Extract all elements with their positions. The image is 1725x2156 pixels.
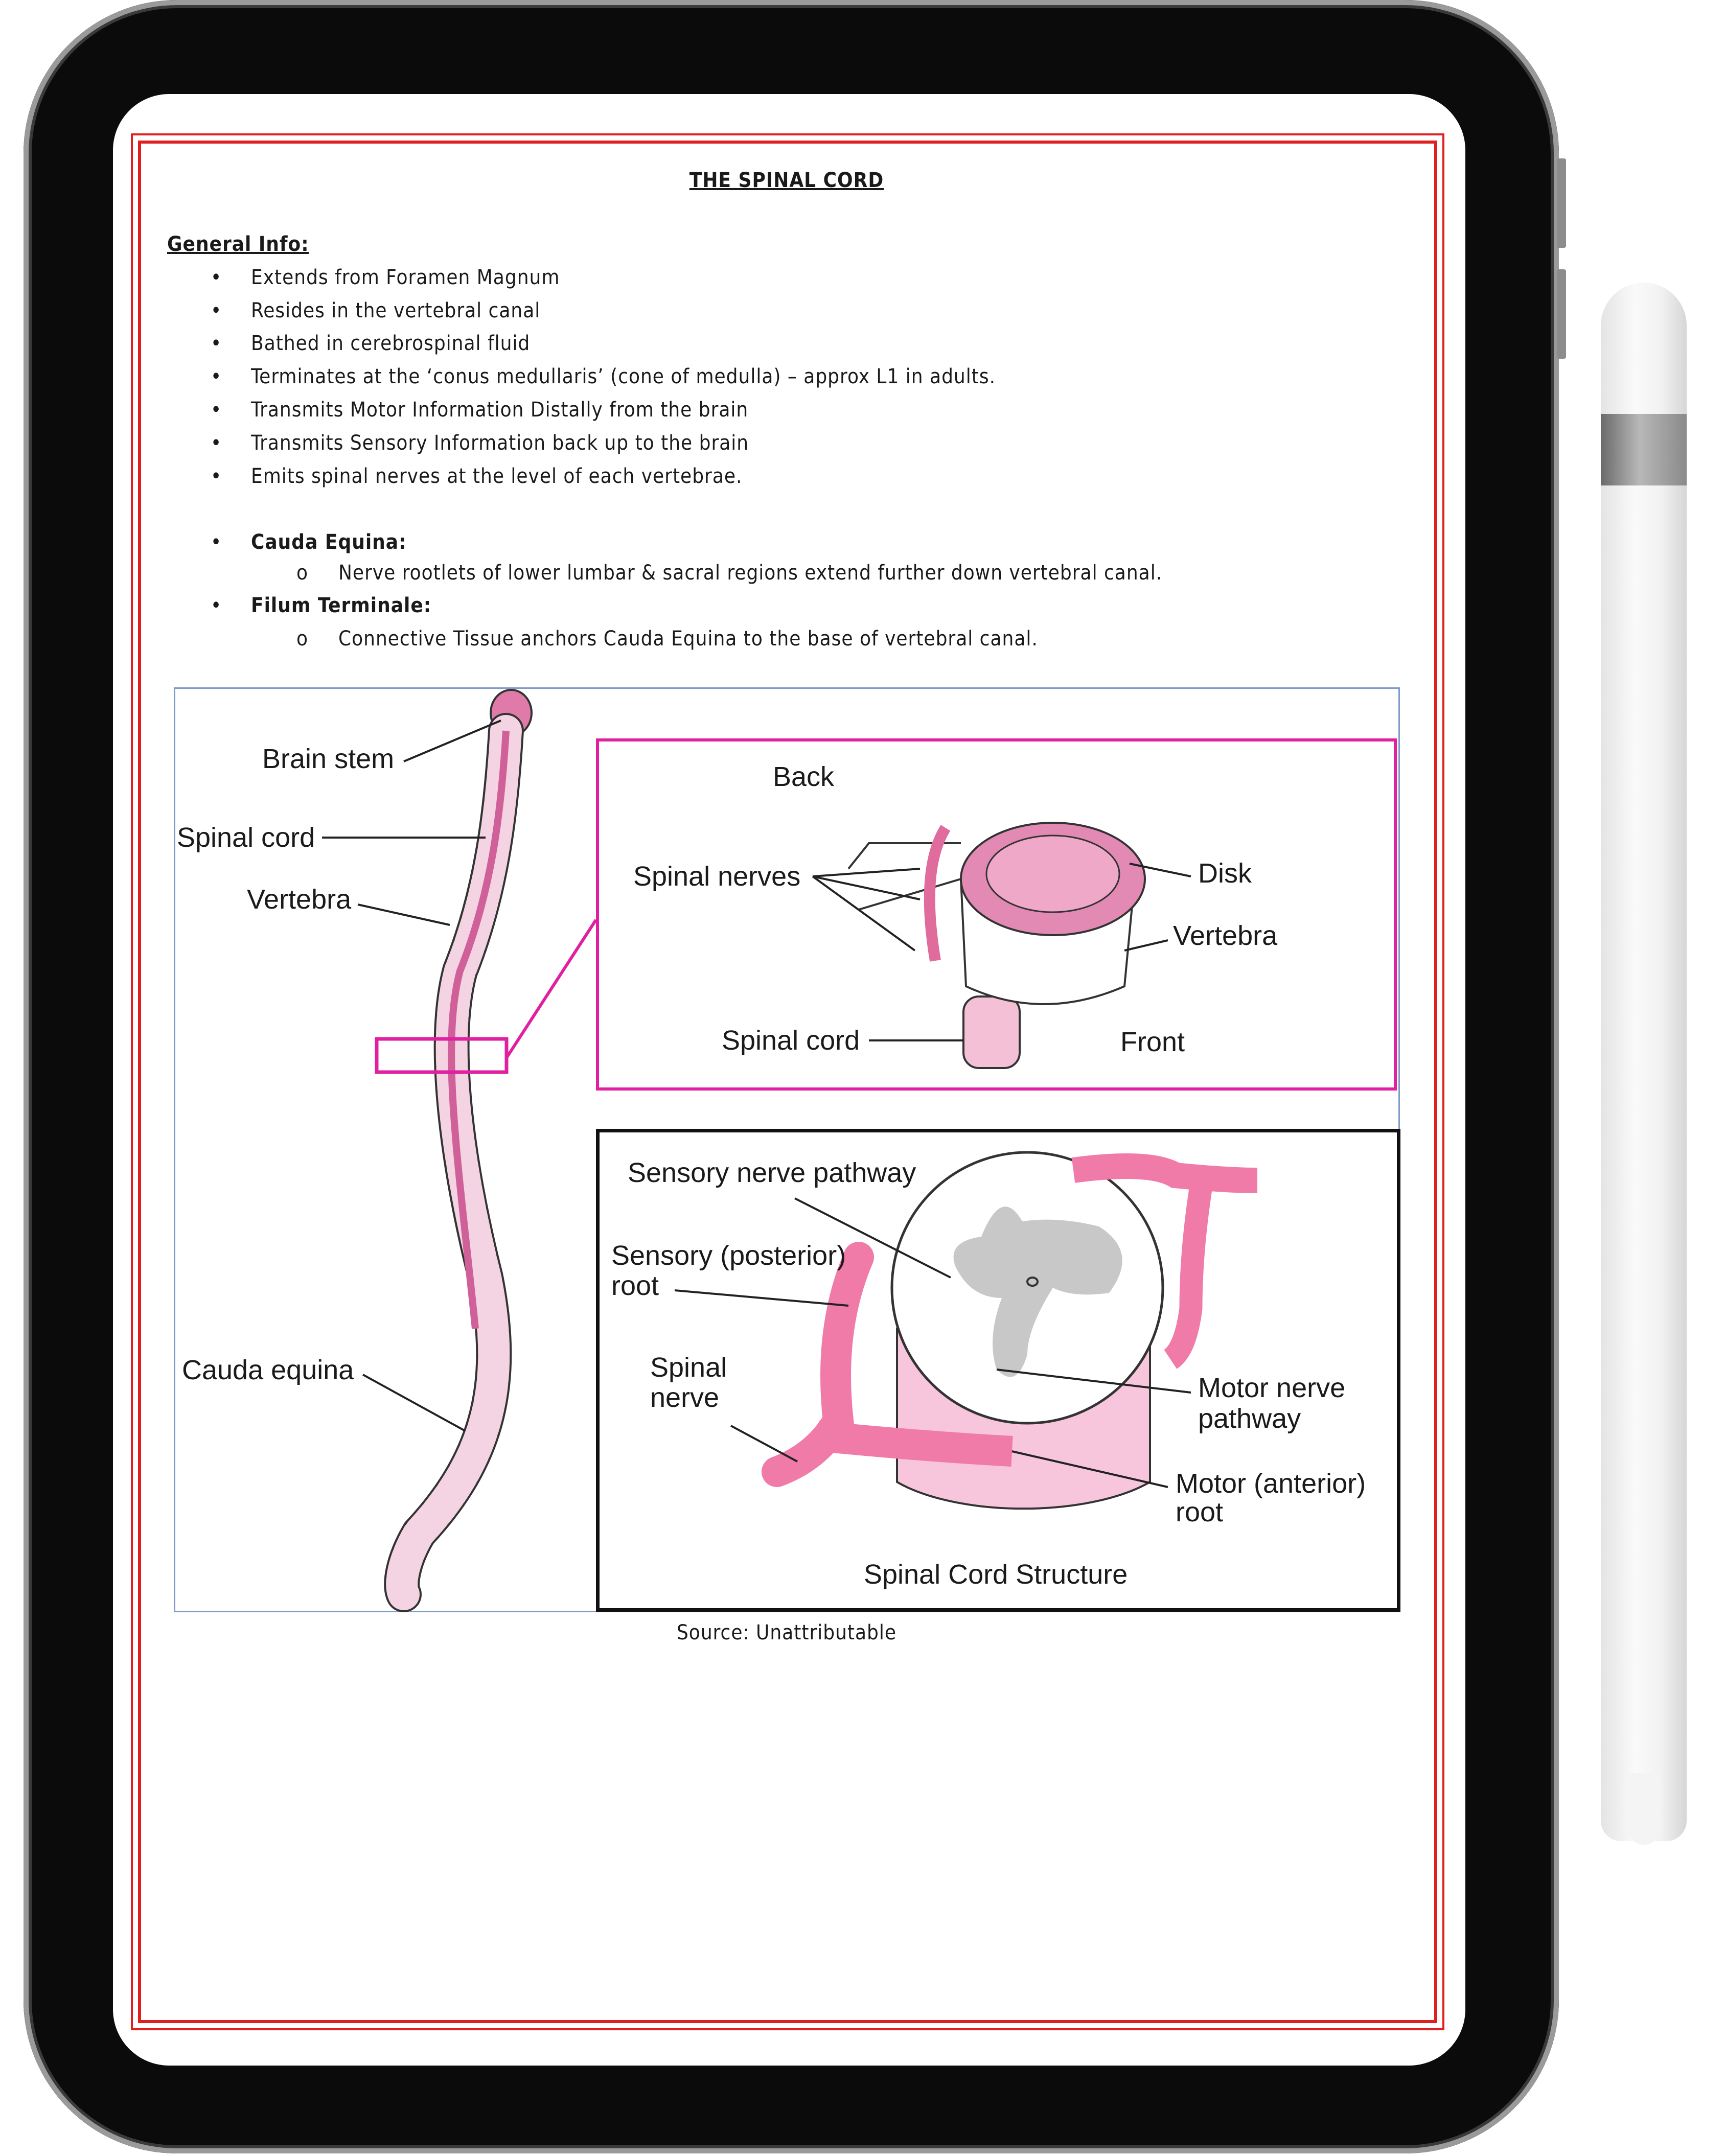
label-front: Front xyxy=(1120,1027,1185,1057)
spine-illustration xyxy=(322,689,597,1612)
document-page xyxy=(131,133,1444,2030)
bullet-icon: • xyxy=(211,530,222,554)
section-heading: General Info: xyxy=(167,233,309,256)
cross-section-illustration xyxy=(674,1151,1258,1510)
bullet-icon: • xyxy=(211,465,222,488)
label-spinal-cord: Spinal cord xyxy=(177,822,315,853)
vertebra-illustration xyxy=(812,822,1191,1069)
bullet-icon: • xyxy=(211,594,222,617)
term-detail: Nerve rootlets of lower lumbar & sacral … xyxy=(338,561,1163,585)
label-back: Back xyxy=(773,761,835,792)
label-vertebra-inset: Vertebra xyxy=(1173,920,1278,951)
label-cauda-equina: Cauda equina xyxy=(182,1355,354,1385)
term-heading: Filum Terminale: xyxy=(251,594,432,617)
label-spinal-cord-inset: Spinal cord xyxy=(722,1025,860,1056)
info-bullet: Transmits Sensory Information back up to… xyxy=(251,431,749,455)
source-note: Source: Unattributable xyxy=(676,1621,897,1644)
bullet-icon: • xyxy=(211,365,222,388)
info-bullet: Resides in the vertebral canal xyxy=(251,299,541,322)
label-motor-root: Motor (anterior) xyxy=(1176,1468,1366,1499)
pencil-band xyxy=(1601,414,1687,485)
tablet-screen xyxy=(113,94,1465,2066)
label-sensory-root-2: root xyxy=(611,1270,659,1301)
sub-bullet-icon: o xyxy=(296,561,309,585)
term-heading: Cauda Equina: xyxy=(251,530,407,554)
volume-down-button xyxy=(1557,269,1566,359)
label-motor-pathway: Motor nerve xyxy=(1198,1373,1346,1403)
stylus-pencil xyxy=(1601,283,1687,1841)
cross-section-inset xyxy=(596,1129,1400,1612)
label-spinal-nerve: Spinal xyxy=(650,1352,727,1383)
label-disk: Disk xyxy=(1198,858,1252,889)
info-bullet: Emits spinal nerves at the level of each… xyxy=(251,465,743,488)
bullet-icon: • xyxy=(211,299,222,322)
label-brain-stem: Brain stem xyxy=(262,744,395,774)
pencil-tip xyxy=(1628,1773,1661,1845)
document-title: THE SPINAL CORD xyxy=(689,169,884,192)
label-spinal-nerves: Spinal nerves xyxy=(633,861,801,892)
term-detail: Connective Tissue anchors Cauda Equina t… xyxy=(338,627,1038,651)
label-sensory-root: Sensory (posterior) xyxy=(611,1240,846,1271)
sub-bullet-icon: o xyxy=(296,627,309,651)
bullet-icon: • xyxy=(211,266,222,289)
label-vertebra: Vertebra xyxy=(247,884,352,915)
info-bullet: Terminates at the ‘conus medullaris’ (co… xyxy=(251,365,996,388)
vertebra-inset xyxy=(596,738,1397,1091)
bullet-icon: • xyxy=(211,431,222,455)
figure-caption: Spinal Cord Structure xyxy=(864,1559,1128,1590)
label-sensory-pathway: Sensory nerve pathway xyxy=(628,1157,916,1188)
volume-up-button xyxy=(1557,158,1566,248)
bullet-icon: • xyxy=(211,398,222,422)
bullet-icon: • xyxy=(211,332,222,355)
info-bullet: Bathed in cerebrospinal fluid xyxy=(251,332,531,355)
info-bullet: Transmits Motor Information Distally fro… xyxy=(251,398,749,422)
label-spinal-nerve-2: nerve xyxy=(650,1382,720,1413)
label-motor-root-2: root xyxy=(1176,1497,1224,1527)
info-bullet: Extends from Foramen Magnum xyxy=(251,266,560,289)
label-motor-pathway-2: pathway xyxy=(1198,1403,1301,1434)
